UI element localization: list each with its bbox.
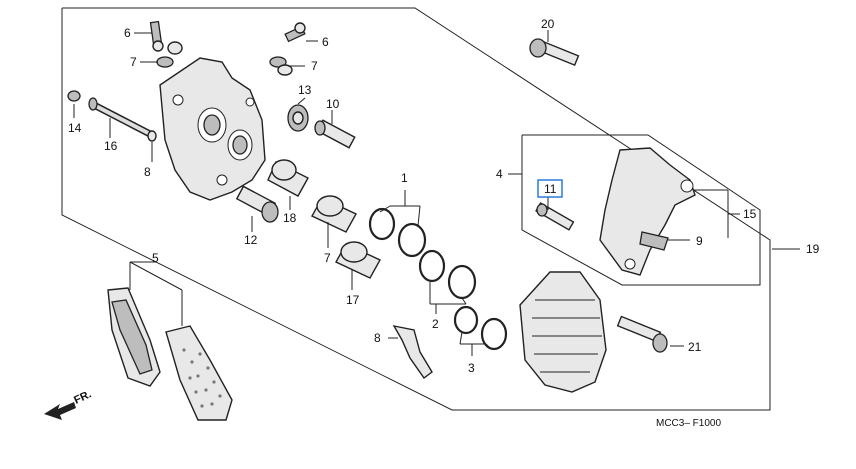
bleeder-cap-right bbox=[269, 56, 293, 76]
callout-14: 12 bbox=[244, 233, 258, 247]
caliper-outer-half bbox=[519, 271, 607, 393]
bolt-23 bbox=[616, 315, 668, 353]
piston-20 bbox=[267, 159, 309, 197]
bracket-subframe bbox=[521, 134, 761, 286]
highlight-box-13 bbox=[537, 179, 563, 198]
callout-9: 8 bbox=[374, 331, 381, 345]
callout-22: 20 bbox=[541, 17, 555, 31]
pin-18 bbox=[88, 97, 152, 138]
piston-8 bbox=[311, 195, 357, 233]
bolt-22 bbox=[529, 38, 580, 67]
pad-spring-9 bbox=[392, 325, 433, 379]
callout-23: 21 bbox=[688, 340, 702, 354]
seal-set-3 bbox=[453, 305, 508, 351]
callout-6a: 6 bbox=[124, 26, 131, 40]
callout-20: 18 bbox=[283, 211, 297, 225]
bleeder-screw-left bbox=[149, 20, 164, 52]
bracket bbox=[599, 147, 696, 276]
bleeder-cap-left bbox=[156, 41, 183, 68]
caliper-body bbox=[159, 57, 266, 201]
callout-5: 5 bbox=[152, 251, 159, 265]
callout-8: 7 bbox=[324, 251, 331, 265]
callout-4: 4 bbox=[496, 167, 503, 181]
callout-21: 19 bbox=[806, 242, 820, 256]
front-arrow-icon bbox=[44, 402, 76, 420]
diagram-code: MCC3– F1000 bbox=[656, 418, 721, 429]
callout-17: 15 bbox=[743, 207, 757, 221]
pin-14 bbox=[235, 185, 279, 223]
callout-6b: 6 bbox=[322, 35, 329, 49]
slide-pin-12 bbox=[314, 119, 356, 149]
callout-2: 2 bbox=[432, 317, 439, 331]
callout-16: 14 bbox=[68, 121, 82, 135]
bleeder-screw-right bbox=[284, 22, 306, 43]
callout-7b: 7 bbox=[311, 59, 318, 73]
bolt-13 bbox=[535, 202, 575, 231]
pad-retainer-11 bbox=[639, 231, 669, 251]
leader-lines bbox=[73, 30, 800, 356]
assembly-frame bbox=[61, 7, 771, 411]
callout-11: 9 bbox=[696, 234, 703, 248]
seal-set-2 bbox=[418, 249, 477, 300]
callout-7a: 7 bbox=[130, 55, 137, 69]
callout-1: 1 bbox=[401, 171, 408, 185]
callout-19: 17 bbox=[346, 293, 360, 307]
callout-12: 10 bbox=[326, 97, 340, 111]
callouts: 6 7 6 7 14 16 8 13 10 12 18 7 17 1 2 3 5… bbox=[68, 17, 820, 375]
piston-19 bbox=[335, 241, 381, 279]
callout-13: 11 bbox=[544, 182, 557, 196]
nut-16 bbox=[67, 90, 81, 102]
washer-10 bbox=[147, 130, 157, 142]
brake-pad-set-5 bbox=[107, 287, 233, 421]
bushing-15 bbox=[287, 104, 309, 132]
callout-18: 16 bbox=[104, 139, 118, 153]
seal-set-1 bbox=[368, 207, 427, 258]
callout-3: 3 bbox=[468, 361, 475, 375]
front-indicator: FR. bbox=[72, 388, 93, 406]
callout-15: 13 bbox=[298, 83, 312, 97]
callout-10: 8 bbox=[144, 165, 151, 179]
